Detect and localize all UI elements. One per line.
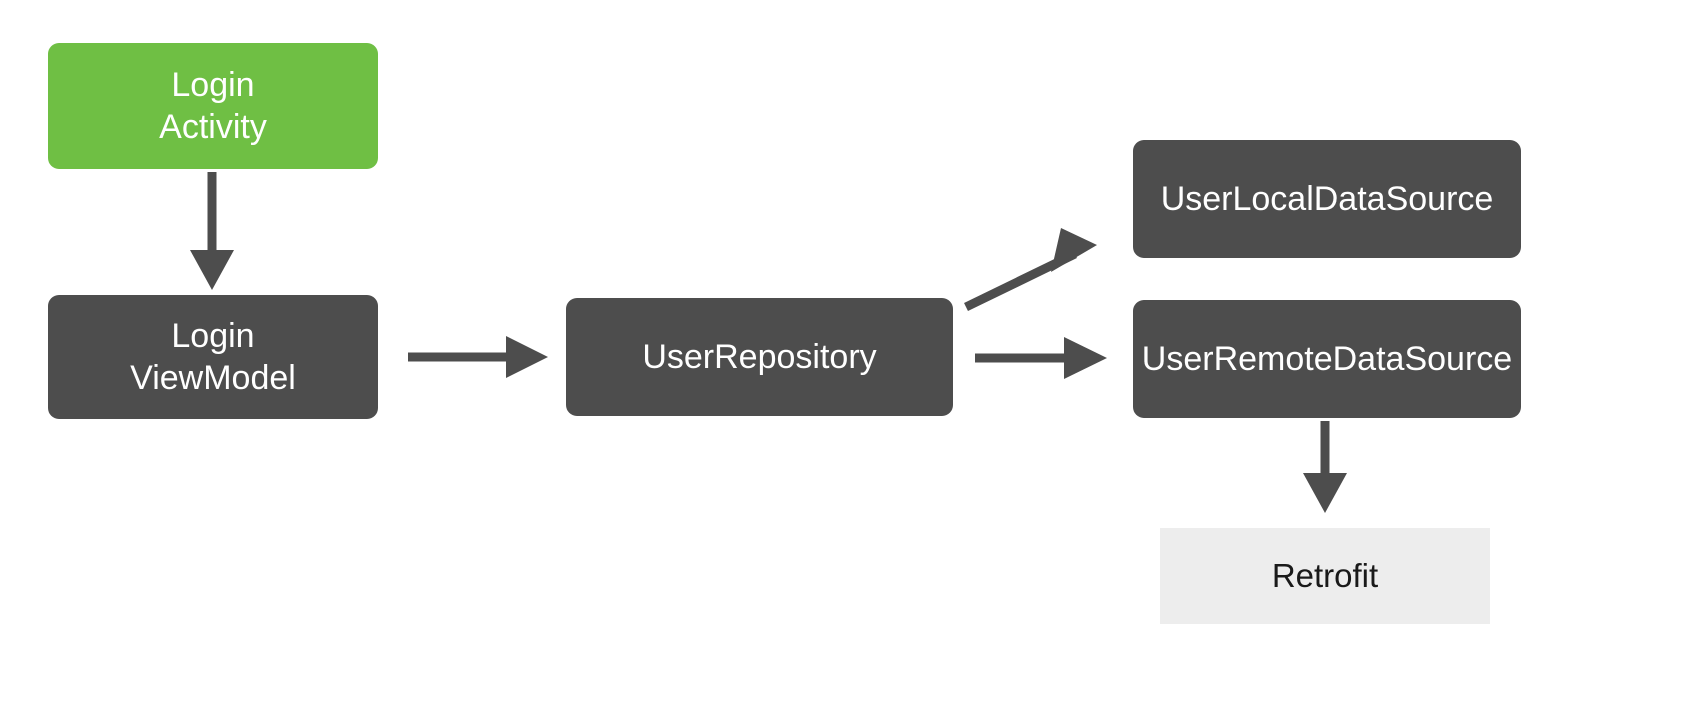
edge-login-activity-to-login-viewmodel [190, 172, 234, 290]
node-user-remote-data-source[interactable]: UserRemoteDataSource [1133, 300, 1521, 418]
edge-login-viewmodel-to-user-repository [408, 336, 548, 378]
node-login-activity[interactable]: Login Activity [48, 43, 378, 169]
node-user-repository[interactable]: UserRepository [566, 298, 953, 416]
edge-user-repository-to-user-remote-data-source [975, 337, 1107, 379]
node-retrofit[interactable]: Retrofit [1160, 528, 1490, 624]
node-user-local-data-source[interactable]: UserLocalDataSource [1133, 140, 1521, 258]
edge-user-remote-data-source-to-retrofit [1303, 421, 1347, 513]
node-login-viewmodel[interactable]: Login ViewModel [48, 295, 378, 419]
edge-user-repository-to-user-local-data-source [964, 228, 1097, 312]
